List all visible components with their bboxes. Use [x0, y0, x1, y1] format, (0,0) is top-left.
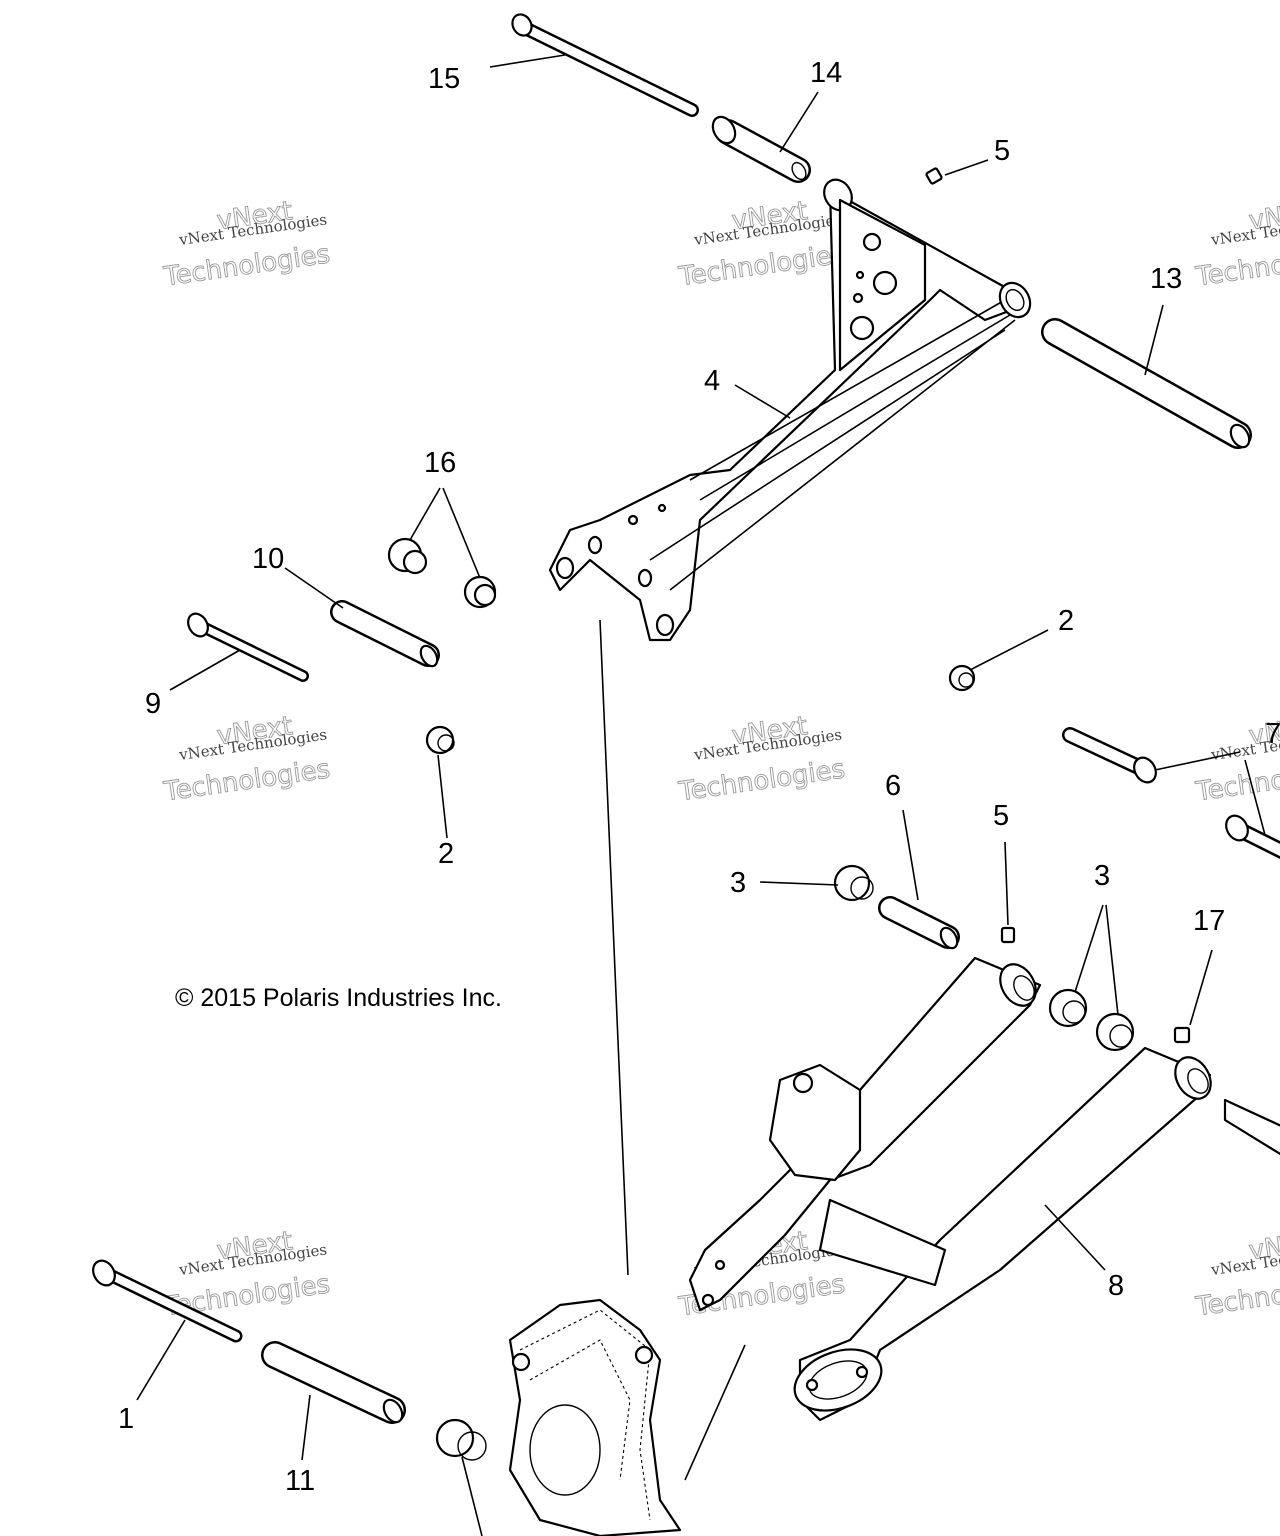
part-5-grease-fitting — [925, 167, 943, 185]
part-4-upper-a-arm — [548, 178, 1032, 642]
callout-7: 7 — [1265, 718, 1280, 750]
callout-17: 17 — [1193, 905, 1225, 937]
part-6-sleeve — [878, 896, 960, 950]
part-11-sleeve — [261, 1341, 406, 1424]
watermark-big-text: Technologies — [1193, 754, 1280, 807]
callout-8: 8 — [1108, 1270, 1124, 1302]
callout-9: 9 — [145, 688, 161, 720]
part-17-fitting — [1173, 1026, 1191, 1044]
part-15-bolt — [511, 13, 699, 117]
alignment-line — [684, 1344, 746, 1481]
part-10-sleeve — [330, 600, 440, 668]
watermark-big-text: Technologies — [1193, 1269, 1280, 1322]
steering-knuckle — [508, 1298, 682, 1536]
part-5-grease-fitting-lower — [1000, 926, 1016, 944]
copyright-notice: © 2015 Polaris Industries Inc. — [175, 984, 502, 1012]
callout-1: 1 — [118, 1403, 134, 1435]
callout-5-top: 5 — [994, 135, 1010, 167]
callout-2-right: 2 — [1058, 605, 1074, 637]
part-7-bolt-2 — [1225, 814, 1280, 859]
part-9-bolt — [187, 612, 309, 682]
callout-3-right: 3 — [1094, 860, 1110, 892]
part-1-bolt — [92, 1259, 243, 1343]
watermark-big-text: Technologies — [1193, 239, 1280, 292]
part-3-bushing — [833, 864, 874, 902]
alignment-line — [599, 619, 629, 1276]
part-16-bushings — [387, 537, 497, 609]
part-7-bolt — [1062, 727, 1157, 784]
part-2-nut — [425, 725, 455, 755]
callout-11: 11 — [285, 1465, 315, 1497]
callout-3-left: 3 — [730, 867, 746, 899]
callout-2-left: 2 — [438, 838, 454, 870]
part-13-sleeve — [1041, 318, 1252, 449]
watermark-5: vNext vNext Technologies Technologies — [676, 711, 847, 808]
part-3-bushing-pair — [1048, 988, 1135, 1052]
callout-labels: 15 14 5 13 4 16 10 9 2 2 7 6 5 3 3 17 8 … — [118, 57, 1280, 1497]
part-2-nut — [948, 664, 976, 692]
watermark-9: vNext vNext Technologies Technologies — [1193, 1226, 1280, 1323]
part-8-lower-a-arm — [688, 956, 1280, 1422]
part-14-bushing — [711, 115, 811, 183]
watermark-1: vNext vNext Technologies Technologies — [161, 196, 332, 293]
callout-13: 13 — [1150, 263, 1182, 295]
watermark-3: vNext vNext Technologies Technologies — [1193, 196, 1280, 293]
watermark-2: vNext vNext Technologies Technologies — [676, 196, 847, 293]
callout-15: 15 — [428, 63, 460, 95]
watermark-4: vNext vNext Technologies Technologies — [161, 711, 332, 808]
callout-4: 4 — [704, 365, 720, 397]
callout-10: 10 — [252, 543, 284, 575]
callout-6: 6 — [885, 770, 901, 802]
callout-5-lower: 5 — [993, 800, 1009, 832]
knuckle-bushing — [435, 1418, 487, 1461]
callout-14: 14 — [810, 57, 842, 89]
leader-lines — [136, 54, 1266, 1536]
callout-16: 16 — [424, 447, 456, 479]
